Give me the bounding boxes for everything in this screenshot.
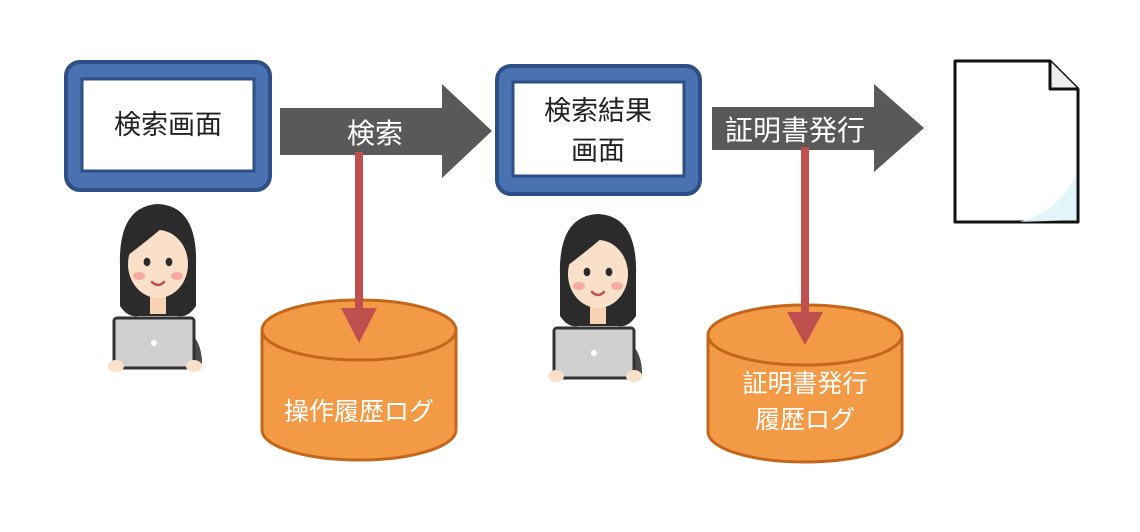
certificate-arrow-label: 証明書発行 — [725, 114, 865, 147]
certificate-log-arrow — [787, 147, 823, 345]
operation-log-arrow — [341, 152, 377, 343]
results-screen-label-line2: 画面 — [571, 136, 625, 167]
certificate-arrow: 証明書発行 — [712, 84, 924, 172]
search-arrow: 検索 — [280, 84, 492, 178]
search-arrow-label: 検索 — [347, 117, 403, 150]
blank-document-icon — [953, 59, 1080, 224]
certificate-log-label-line2: 履歴ログ — [755, 405, 855, 434]
results-screen-label-line1: 検索結果 — [544, 96, 652, 127]
operation-log-label: 操作履歴ログ — [284, 397, 434, 426]
user-woman-laptop-icon — [106, 202, 204, 374]
certificate-log-label-line1: 証明書発行 — [742, 369, 867, 398]
search-screen: 検索画面 — [64, 60, 272, 192]
results-screen: 検索結果 画面 — [495, 64, 702, 196]
user-woman-laptop-icon-2 — [546, 212, 644, 384]
search-screen-label: 検索画面 — [114, 110, 222, 141]
